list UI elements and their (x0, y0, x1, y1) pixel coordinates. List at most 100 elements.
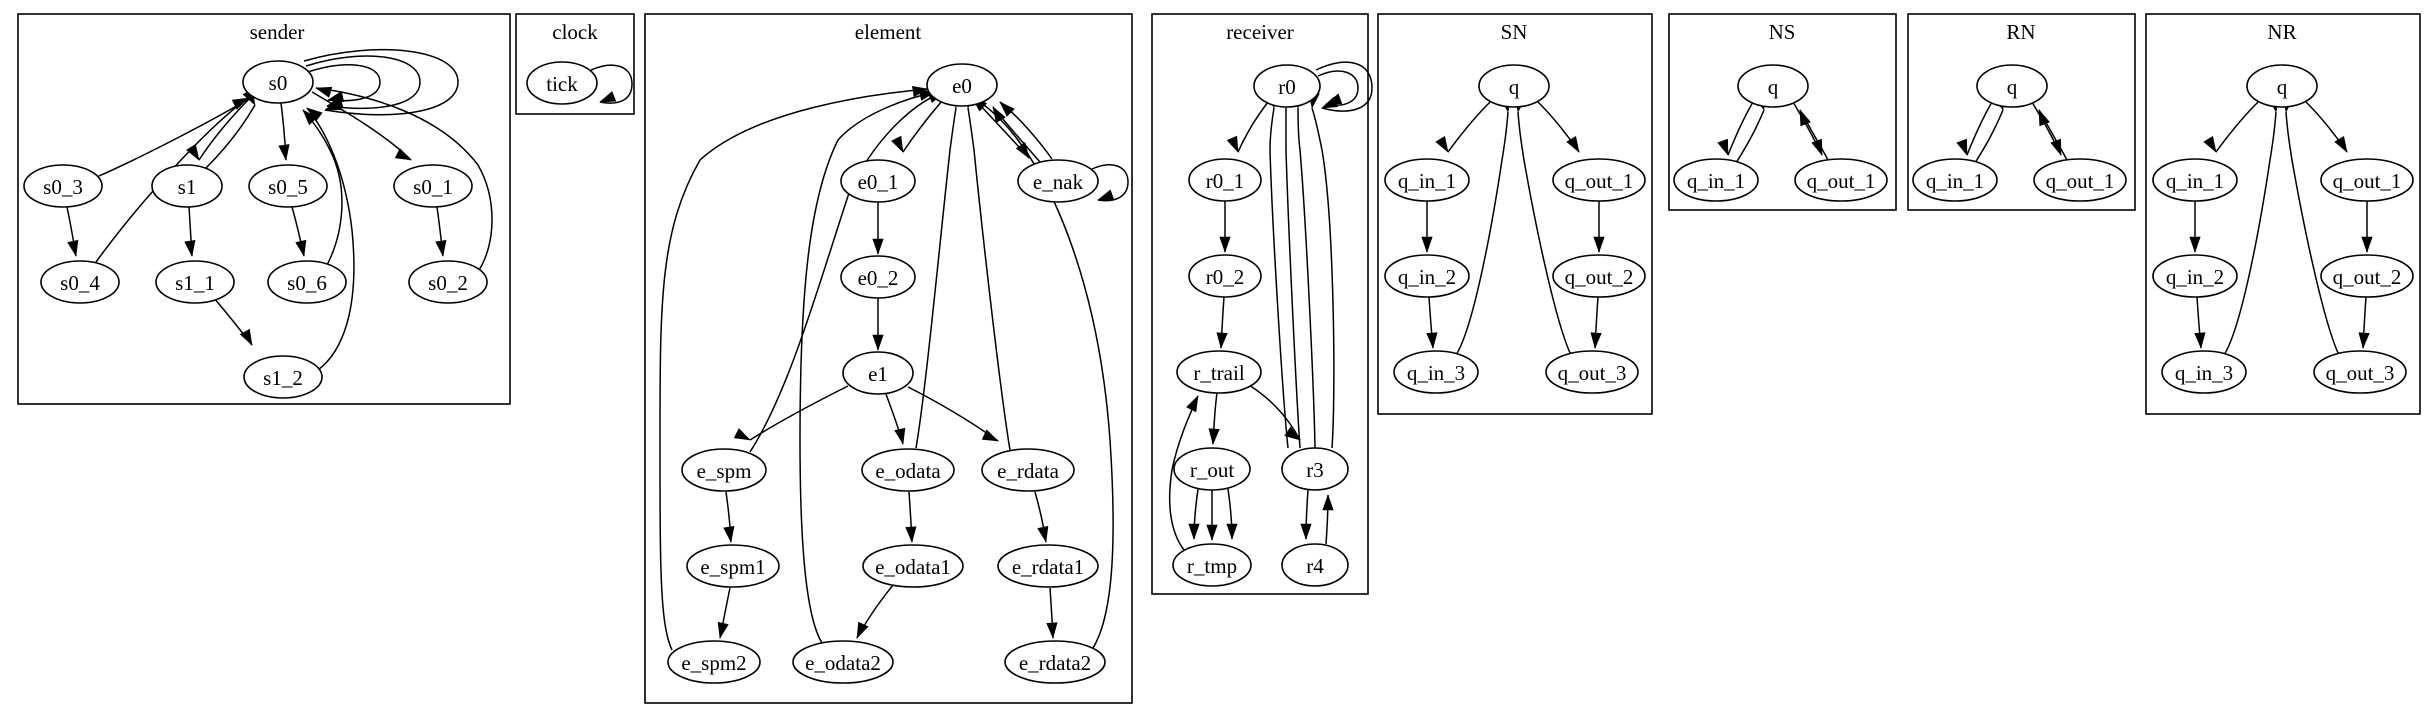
node-shape-e_spm[interactable] (681, 448, 767, 492)
node-NR_q_out_3[interactable]: q_out_3 (2313, 350, 2407, 394)
node-shape-s1_2[interactable] (243, 355, 323, 399)
node-shape-s0_5[interactable] (248, 164, 328, 208)
node-s1_2[interactable]: s1_2 (243, 355, 323, 399)
node-e0_2[interactable]: e0_2 (840, 255, 916, 299)
node-shape-r3[interactable] (1281, 447, 1349, 491)
node-s0_5[interactable]: s0_5 (248, 164, 328, 208)
node-r0_1[interactable]: r0_1 (1188, 158, 1262, 202)
node-shape-r0[interactable] (1253, 64, 1321, 108)
node-s0_3[interactable]: s0_3 (23, 164, 103, 208)
node-shape-r_tmp[interactable] (1172, 543, 1252, 587)
node-shape-s0_1[interactable] (393, 164, 473, 208)
node-NR_q_in_2[interactable]: q_in_2 (2152, 254, 2238, 298)
node-shape-s0_4[interactable] (40, 260, 120, 304)
node-shape-NR_q_in_3[interactable] (2161, 350, 2247, 394)
node-shape-r0_1[interactable] (1188, 158, 1262, 202)
node-shape-s0_2[interactable] (408, 260, 488, 304)
node-r0[interactable]: r0 (1253, 64, 1321, 108)
node-SN_q[interactable]: q (1478, 64, 1550, 108)
node-NR_q_out_2[interactable]: q_out_2 (2320, 254, 2414, 298)
node-shape-e_odata[interactable] (861, 448, 955, 492)
node-RN_q[interactable]: q (1976, 64, 2048, 108)
node-shape-e1[interactable] (842, 351, 914, 395)
node-shape-SN_q_in_3[interactable] (1393, 350, 1479, 394)
node-SN_q_out_3[interactable]: q_out_3 (1545, 350, 1639, 394)
node-NS_q[interactable]: q (1737, 64, 1809, 108)
node-e_odata1[interactable]: e_odata1 (862, 544, 964, 588)
node-shape-NR_q_out_1[interactable] (2320, 158, 2414, 202)
node-e_spm1[interactable]: e_spm1 (686, 544, 780, 588)
node-shape-s0_3[interactable] (23, 164, 103, 208)
node-shape-e0_2[interactable] (840, 255, 916, 299)
node-shape-RN_q_in_1[interactable] (1912, 158, 1998, 202)
node-shape-e_spm1[interactable] (686, 544, 780, 588)
node-r0_2[interactable]: r0_2 (1188, 254, 1262, 298)
node-shape-e0[interactable] (926, 63, 998, 107)
node-e_rdata1[interactable]: e_rdata1 (997, 544, 1099, 588)
node-shape-s1_1[interactable] (155, 260, 235, 304)
node-shape-SN_q_in_1[interactable] (1384, 158, 1470, 202)
node-SN_q_out_2[interactable]: q_out_2 (1552, 254, 1646, 298)
node-shape-e_odata1[interactable] (862, 544, 964, 588)
node-shape-SN_q_out_2[interactable] (1552, 254, 1646, 298)
node-NS_q_in_1[interactable]: q_in_1 (1673, 158, 1759, 202)
node-shape-e_rdata[interactable] (981, 448, 1075, 492)
node-e_rdata[interactable]: e_rdata (981, 448, 1075, 492)
node-e_odata2[interactable]: e_odata2 (792, 640, 894, 684)
node-e_spm2[interactable]: e_spm2 (667, 640, 761, 684)
node-shape-NR_q[interactable] (2246, 64, 2318, 108)
node-s0_1[interactable]: s0_1 (393, 164, 473, 208)
node-shape-e_odata2[interactable] (792, 640, 894, 684)
node-shape-SN_q[interactable] (1478, 64, 1550, 108)
node-shape-RN_q_out_1[interactable] (2033, 158, 2127, 202)
node-shape-s1[interactable] (151, 164, 223, 208)
node-NR_q_in_3[interactable]: q_in_3 (2161, 350, 2247, 394)
node-shape-SN_q_out_3[interactable] (1545, 350, 1639, 394)
node-shape-r_out[interactable] (1173, 447, 1251, 491)
node-r4[interactable]: r4 (1281, 543, 1349, 587)
node-r_trail[interactable]: r_trail (1176, 350, 1262, 394)
node-shape-s0[interactable] (242, 60, 314, 104)
node-shape-SN_q_in_2[interactable] (1384, 254, 1470, 298)
node-tick[interactable]: tick (526, 61, 598, 105)
node-shape-NR_q_in_2[interactable] (2152, 254, 2238, 298)
node-shape-NR_q_out_2[interactable] (2320, 254, 2414, 298)
node-shape-s0_6[interactable] (267, 260, 347, 304)
node-shape-r0_2[interactable] (1188, 254, 1262, 298)
node-NR_q_in_1[interactable]: q_in_1 (2152, 158, 2238, 202)
node-shape-e_nak[interactable] (1017, 159, 1099, 203)
node-e_rdata2[interactable]: e_rdata2 (1004, 640, 1106, 684)
node-shape-e_rdata2[interactable] (1004, 640, 1106, 684)
node-e_nak[interactable]: e_nak (1017, 159, 1099, 203)
node-r_out[interactable]: r_out (1173, 447, 1251, 491)
node-shape-NR_q_out_3[interactable] (2313, 350, 2407, 394)
node-s1[interactable]: s1 (151, 164, 223, 208)
node-shape-e0_1[interactable] (840, 159, 916, 203)
node-shape-NR_q_in_1[interactable] (2152, 158, 2238, 202)
node-e0[interactable]: e0 (926, 63, 998, 107)
node-shape-NS_q_in_1[interactable] (1673, 158, 1759, 202)
node-shape-RN_q[interactable] (1976, 64, 2048, 108)
node-e0_1[interactable]: e0_1 (840, 159, 916, 203)
node-SN_q_in_3[interactable]: q_in_3 (1393, 350, 1479, 394)
node-SN_q_out_1[interactable]: q_out_1 (1552, 158, 1646, 202)
node-s0_6[interactable]: s0_6 (267, 260, 347, 304)
node-s1_1[interactable]: s1_1 (155, 260, 235, 304)
node-shape-NS_q[interactable] (1737, 64, 1809, 108)
node-shape-r_trail[interactable] (1176, 350, 1262, 394)
node-shape-SN_q_out_1[interactable] (1552, 158, 1646, 202)
node-s0_2[interactable]: s0_2 (408, 260, 488, 304)
node-shape-r4[interactable] (1281, 543, 1349, 587)
node-NS_q_out_1[interactable]: q_out_1 (1794, 158, 1888, 202)
node-shape-e_spm2[interactable] (667, 640, 761, 684)
node-shape-NS_q_out_1[interactable] (1794, 158, 1888, 202)
node-NR_q_out_1[interactable]: q_out_1 (2320, 158, 2414, 202)
node-NR_q[interactable]: q (2246, 64, 2318, 108)
node-e_spm[interactable]: e_spm (681, 448, 767, 492)
node-shape-tick[interactable] (526, 61, 598, 105)
node-SN_q_in_1[interactable]: q_in_1 (1384, 158, 1470, 202)
node-r_tmp[interactable]: r_tmp (1172, 543, 1252, 587)
node-RN_q_out_1[interactable]: q_out_1 (2033, 158, 2127, 202)
node-e1[interactable]: e1 (842, 351, 914, 395)
node-s0_4[interactable]: s0_4 (40, 260, 120, 304)
